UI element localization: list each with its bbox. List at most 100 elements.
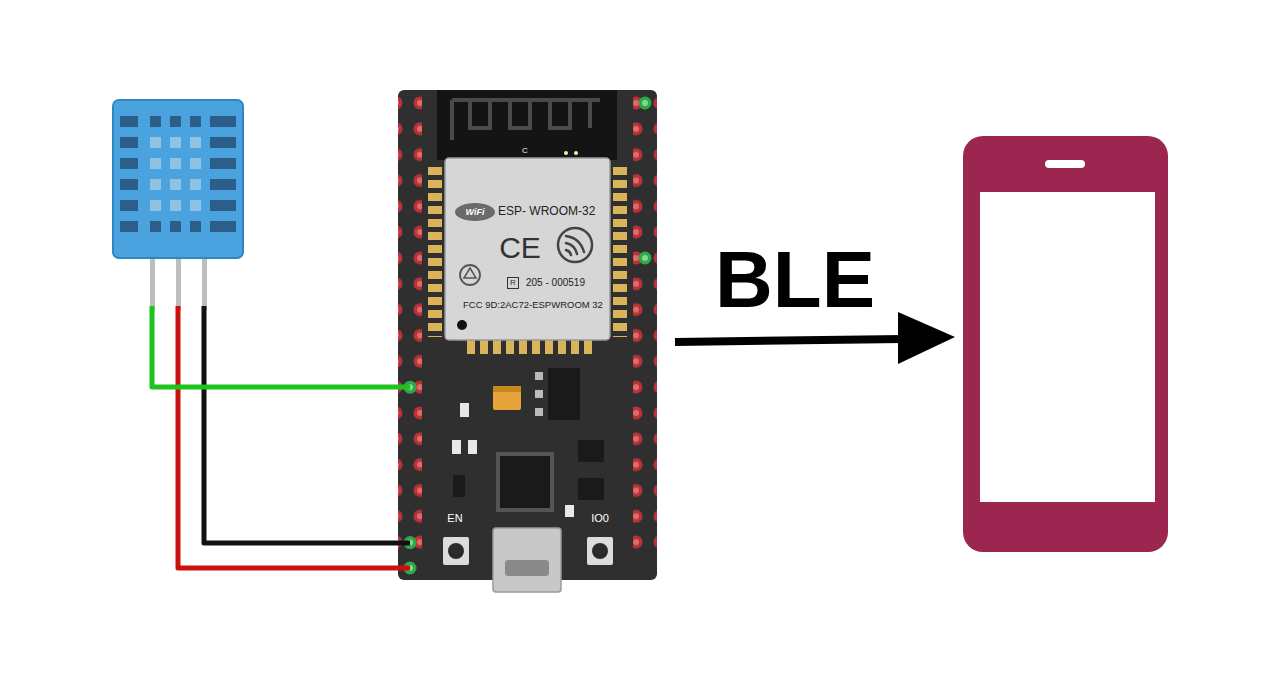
grille-slot xyxy=(210,158,236,169)
module-pads xyxy=(428,165,442,337)
espressif-logo xyxy=(558,228,592,262)
registered-mark: R xyxy=(507,277,519,288)
grille-square xyxy=(170,158,181,169)
grille-square xyxy=(170,179,181,190)
grille-slot xyxy=(120,158,138,169)
usb-connector xyxy=(493,528,561,592)
phone-screen xyxy=(980,192,1155,502)
grille-slot xyxy=(120,179,138,190)
antenna-area xyxy=(437,90,617,160)
smartphone xyxy=(963,136,1168,552)
module-pads xyxy=(613,165,627,337)
sensor-grille xyxy=(120,116,236,232)
grille-slot xyxy=(120,137,138,148)
fcc-id: FCC 9D:2AC72-ESPWROOM 32 xyxy=(463,300,603,311)
grille-slot xyxy=(120,221,138,232)
chip-pins xyxy=(496,452,554,512)
grille-square xyxy=(150,200,161,211)
grille-square xyxy=(150,158,161,169)
grille-slot xyxy=(120,116,138,127)
module-name: ESP- WROOM-32 xyxy=(498,205,595,219)
io0-button xyxy=(592,543,608,559)
antenna-mark: C xyxy=(522,146,528,155)
led-dot xyxy=(564,151,568,155)
regulator-tab xyxy=(535,372,543,380)
voltage-regulator xyxy=(548,368,580,420)
module-shield xyxy=(445,158,610,340)
antenna-trace xyxy=(452,100,600,140)
button-label: EN xyxy=(447,512,462,525)
sensor-pin xyxy=(176,256,181,310)
smd-part xyxy=(565,505,574,517)
grille-slot xyxy=(150,116,161,127)
grille-slot xyxy=(210,221,236,232)
dht11-sensor xyxy=(113,100,243,310)
grille-slot xyxy=(210,137,236,148)
pin-hole xyxy=(642,100,648,106)
capacitor-band xyxy=(493,386,521,392)
button-label: IO0 xyxy=(591,512,609,525)
pin-pad-green xyxy=(639,252,652,265)
grille-slot xyxy=(120,200,138,211)
usb-uart-chip xyxy=(500,456,550,508)
grille-square xyxy=(190,158,201,169)
smd-part xyxy=(452,440,461,454)
transistor xyxy=(578,440,604,462)
grille-slot xyxy=(190,116,201,127)
pin-pad-green xyxy=(639,97,652,110)
transistor xyxy=(578,478,604,500)
sensor-grille-inner xyxy=(150,137,201,211)
wroom-module: WiFi ESP- WROOM-32CE R 205 - 000519FCC 9D:2… xyxy=(445,158,610,340)
esp32-board xyxy=(398,90,657,592)
gnd-wire xyxy=(204,306,410,543)
espressif-logo-arcs xyxy=(566,236,584,255)
grille-square xyxy=(150,179,161,190)
pin-header xyxy=(633,90,657,555)
grille-slot xyxy=(210,200,236,211)
board-pcb xyxy=(398,90,657,580)
grille-slot xyxy=(170,116,181,127)
capacitor xyxy=(493,386,521,410)
cert-mark xyxy=(460,265,480,285)
grille-slot xyxy=(190,221,201,232)
link-label: BLE xyxy=(715,240,875,320)
module-pads xyxy=(465,340,593,354)
grille-slot xyxy=(150,221,161,232)
pin-header xyxy=(398,90,422,555)
ble-arrowhead xyxy=(898,312,955,364)
grille-slot xyxy=(210,116,236,127)
sensor-body xyxy=(113,100,243,258)
en-button xyxy=(448,543,464,559)
grille-square xyxy=(170,137,181,148)
grille-slot xyxy=(170,221,181,232)
button-base xyxy=(443,537,469,565)
grille-slot xyxy=(210,179,236,190)
sensor-pin xyxy=(150,256,155,310)
esp32-board: C EN IO0 WiFi ESP- WROOM-32CE R 205 - 000519FC… xyxy=(398,90,657,580)
pin-hole xyxy=(642,255,648,261)
led-dot xyxy=(574,151,578,155)
phone-speaker xyxy=(1045,160,1085,168)
smd-part xyxy=(468,440,477,454)
smd-part xyxy=(460,403,469,417)
cert-number: 205 - 000519 xyxy=(526,277,585,289)
sensor-pin xyxy=(202,256,207,310)
grille-square xyxy=(190,200,201,211)
pin1-dot xyxy=(457,320,467,330)
usb-port xyxy=(505,560,549,576)
smd-part xyxy=(453,475,465,497)
regulator-tab xyxy=(535,390,543,398)
vcc-wire xyxy=(178,306,410,568)
data-wire xyxy=(152,306,410,387)
grille-square xyxy=(190,137,201,148)
grille-square xyxy=(190,179,201,190)
grille-square xyxy=(170,200,181,211)
ce-mark: CE xyxy=(499,231,541,266)
regulator-tab xyxy=(535,408,543,416)
phone-body xyxy=(963,136,1168,552)
ble-arrow-line xyxy=(675,339,903,342)
wifi-logo-text: WiFi xyxy=(466,207,485,217)
button-base xyxy=(587,537,613,565)
